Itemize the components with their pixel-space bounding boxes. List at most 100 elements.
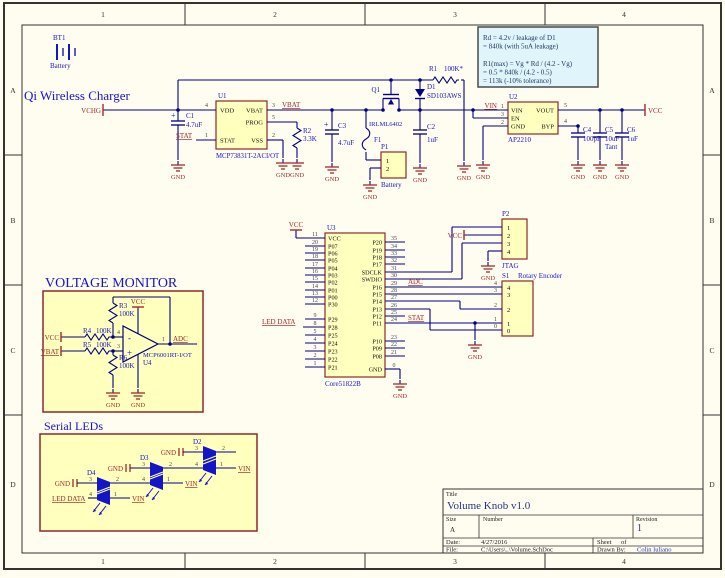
gnd-label: GND — [393, 393, 407, 400]
c1-value: 4.7uF — [186, 121, 202, 129]
gnd-label: GND — [363, 194, 377, 201]
pin-name: GND — [511, 124, 525, 131]
led-ref: D3 — [140, 454, 149, 462]
revision-label: Revision — [636, 517, 657, 523]
r3-value: 100K — [119, 310, 135, 318]
pin-name: 2 — [386, 166, 389, 173]
sheet-label: Sheet — [597, 539, 612, 546]
d1-part: SD103AWS — [427, 92, 462, 100]
row-label: C — [709, 346, 714, 355]
pin-number: 1 — [167, 477, 170, 483]
q1-part: IRLML6402 — [369, 121, 402, 128]
note-line: = 0.5 * 840k / (4.2 - 0.5) — [483, 68, 553, 76]
vbat-port: VBAT — [41, 348, 60, 356]
p1-label: Battery — [381, 181, 402, 189]
junction-dot — [168, 342, 172, 346]
pin-number: 3 — [272, 103, 275, 109]
pin-number: 4 — [89, 492, 92, 498]
fuse[interactable] — [361, 127, 371, 151]
note-text: Rd = 4.2v / leakage of D1 = 840k (with 5… — [483, 34, 573, 85]
col-label: 3 — [453, 10, 457, 19]
pin-number: 2 — [222, 446, 225, 452]
pin-number: 16 — [312, 269, 318, 275]
junction-dot — [389, 78, 393, 82]
net-label-led-data: LED DATA — [262, 318, 295, 326]
led-arrowhead — [146, 493, 150, 497]
net-label-vin: VIN — [185, 480, 197, 488]
title-block: Title Volume Knob v1.0 Size A Number Rev… — [442, 488, 704, 554]
number-label: Number — [483, 517, 503, 523]
net-label-vin: VIN — [238, 465, 250, 473]
led-arrowhead — [152, 496, 156, 500]
pin-number: 0 — [494, 324, 497, 330]
note-line: = 840k (with 5uA leakage) — [483, 43, 559, 51]
row-label: B — [10, 216, 15, 225]
pin-name: P07 — [328, 244, 338, 251]
pin-number: 2 — [314, 353, 317, 359]
pin-name: P13 — [372, 307, 382, 314]
pin-number: 1 — [220, 462, 223, 468]
net-label-led-data: LED DATA — [52, 495, 85, 503]
section-title-monitor: VOLTAGE MONITOR — [45, 276, 178, 291]
resistor — [84, 333, 111, 341]
pin-number: 29 — [391, 281, 397, 287]
r2-value: 3.3K — [303, 135, 317, 143]
date-value: 4/27/2016 — [481, 539, 508, 546]
p2-label: JTAG — [502, 262, 519, 270]
plus-sign: + — [171, 111, 176, 120]
pin-number: 32 — [391, 258, 397, 264]
gnd-label: GND — [571, 174, 585, 181]
pin-number: 4 — [564, 119, 567, 125]
pin-number: 2 — [272, 133, 275, 139]
diode[interactable] — [415, 89, 425, 97]
net-label-vin: VIN — [132, 495, 144, 503]
bt1-ref: BT1 — [53, 34, 66, 42]
drawnby-label: Drawn By: — [597, 547, 626, 554]
note-line: R1(max) = Vg * Rd / (4.2 - Vg) — [483, 60, 573, 68]
u4-part: MCP6001RT-I/OT — [143, 352, 192, 359]
u1-body[interactable] — [215, 100, 268, 150]
col-label: 3 — [453, 557, 457, 566]
pin-number: 4 — [314, 337, 317, 343]
gnd-label: GND — [457, 175, 471, 182]
pin-number: 12 — [312, 298, 318, 304]
led-ref: D2 — [193, 438, 202, 446]
bt1-label: Battery — [50, 62, 71, 70]
pin-number: 13 — [312, 291, 318, 297]
border-labels: 1 2 3 4 1 2 3 4 A B C D A B C D — [10, 10, 715, 566]
pin-name: P10 — [372, 339, 382, 346]
p1-ref: P1 — [381, 143, 389, 151]
pin-name: 3 — [507, 292, 510, 299]
led-gap — [96, 488, 111, 495]
p2-body[interactable] — [501, 218, 528, 260]
pin-name: 1 — [386, 158, 389, 165]
p1-body[interactable] — [380, 151, 407, 179]
vcc-port: VCC — [448, 232, 463, 240]
u3-body[interactable] — [324, 232, 386, 378]
pin-number: 0 — [393, 363, 396, 369]
pin-name: P22 — [328, 357, 338, 364]
drawnby-value: Colin Iuliano — [637, 547, 671, 554]
pin-name: VSS — [251, 138, 263, 145]
pin-number: 3 — [494, 288, 497, 294]
pin-name: P15 — [372, 292, 382, 299]
opamp[interactable] — [122, 325, 160, 363]
junction-dot — [473, 321, 477, 325]
pin-name: P23 — [328, 349, 338, 356]
resistor — [432, 76, 459, 84]
pin-name: 4 — [507, 285, 511, 292]
pin-number: 15 — [312, 276, 318, 282]
pin-name: P17 — [372, 262, 382, 269]
led-arrowhead — [205, 481, 209, 485]
led-arrowhead — [199, 478, 203, 482]
led-ref: D4 — [87, 469, 96, 477]
col-label: 4 — [622, 10, 626, 19]
q1-ref: Q1 — [371, 86, 380, 94]
led-body[interactable] — [203, 446, 216, 475]
junction-dot — [576, 124, 580, 128]
pin-number: 3 — [195, 446, 198, 452]
pin-number: 21 — [391, 350, 397, 356]
pin-number: 1 — [501, 104, 504, 110]
pin-name: P19 — [372, 248, 382, 255]
